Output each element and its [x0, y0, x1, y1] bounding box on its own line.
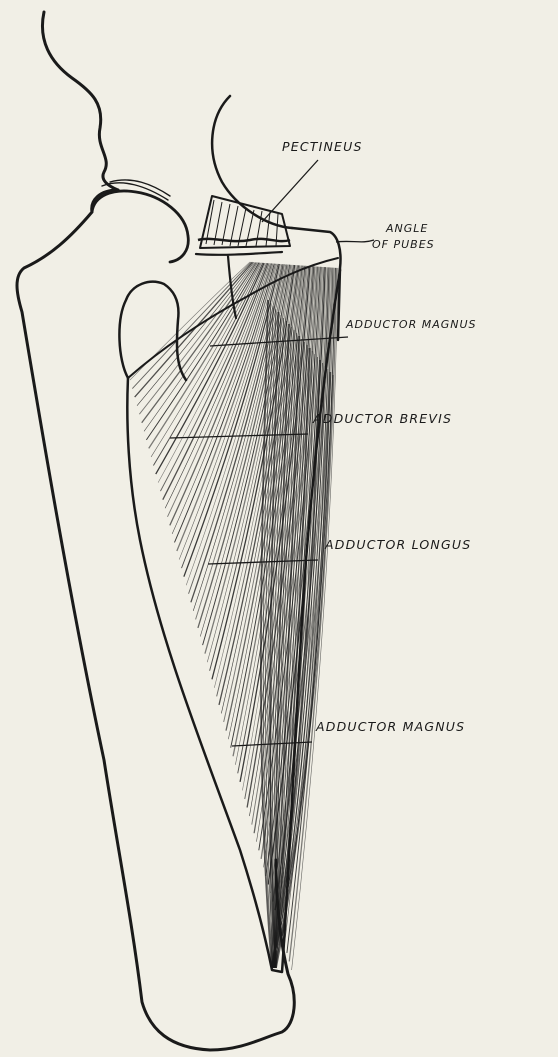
label-adductor-longus: ADDUCTOR LONGUS: [325, 538, 471, 552]
pelvis-outline: [42, 12, 118, 190]
label-adductor-magnus-lower: ADDUCTOR MAGNUS: [316, 720, 465, 734]
label-adductor-brevis: ADDUCTOR BREVIS: [313, 412, 452, 426]
label-angle-line1: ANGLE: [386, 222, 428, 236]
label-angle-line2: OF PUBES: [372, 238, 435, 252]
acetabulum-arc: [212, 96, 292, 228]
leader-pectineus: [262, 160, 318, 222]
leader-angle-pubes: [336, 240, 374, 242]
label-adductor-magnus-upper: ADDUCTOR MAGNUS: [346, 318, 477, 332]
muscle-fibers: [130, 262, 338, 970]
femoral-head: [92, 191, 188, 262]
muscle-fiber: [142, 262, 257, 422]
label-pectineus: PECTINEUS: [282, 140, 363, 154]
lesser-trochanter: [119, 282, 186, 380]
